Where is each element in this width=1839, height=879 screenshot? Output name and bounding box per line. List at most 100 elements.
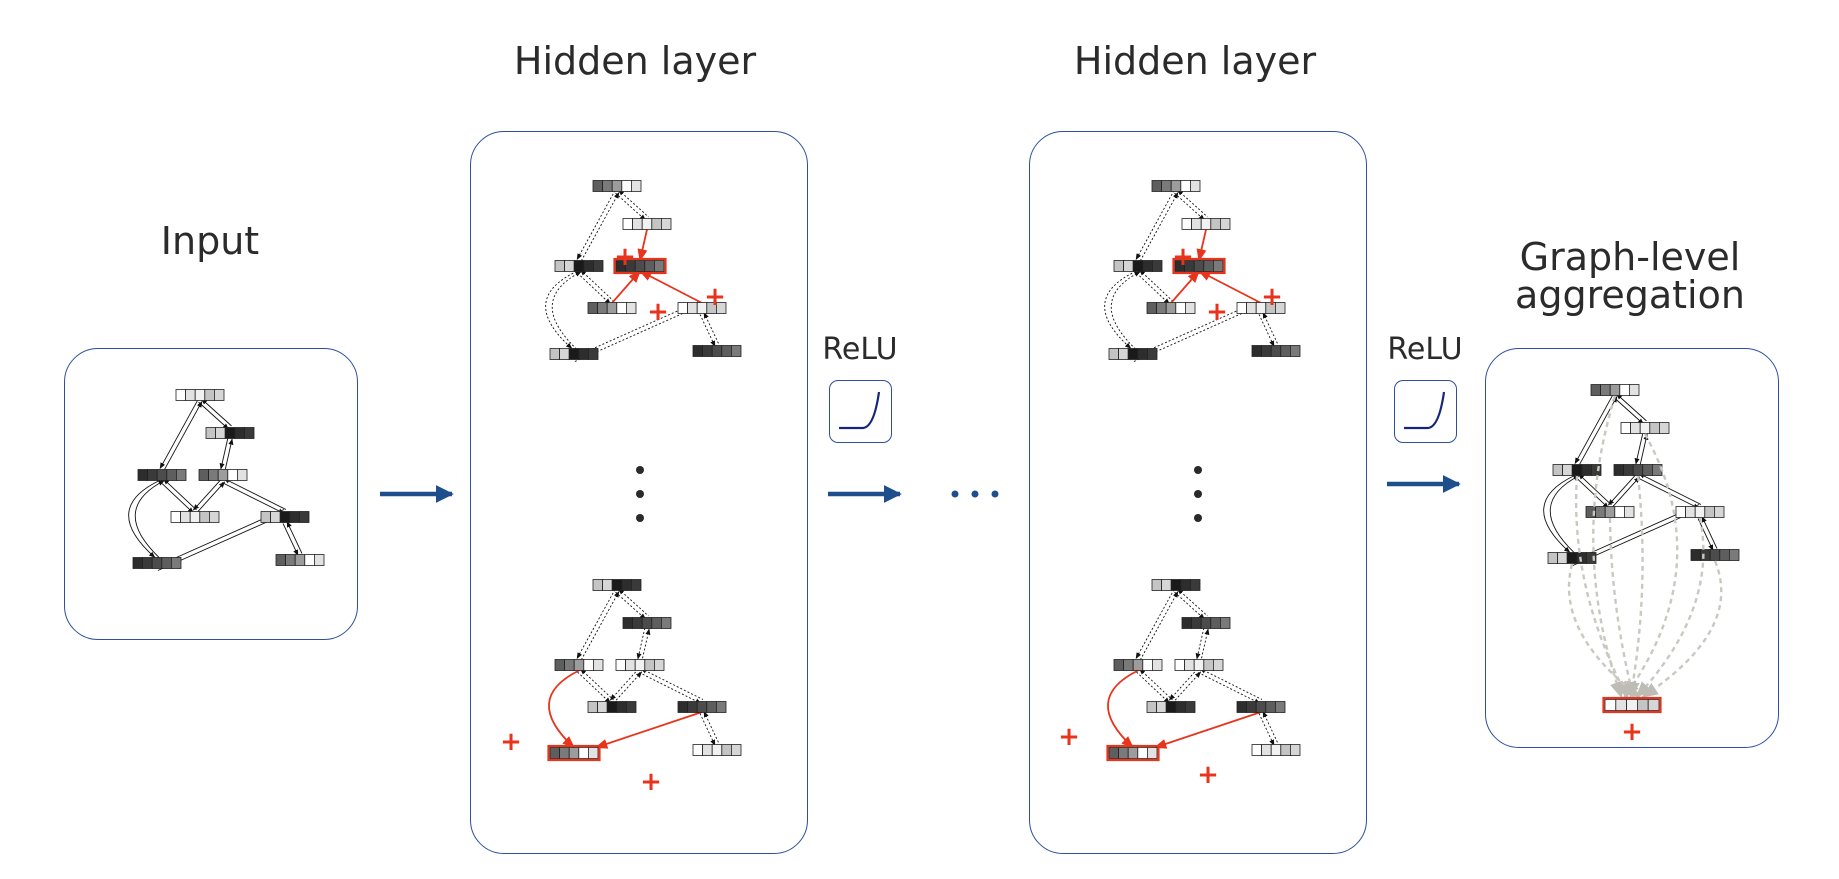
hidden1-bottom-graph-edge-3 bbox=[580, 668, 614, 701]
relu-label-1: ReLU bbox=[822, 332, 898, 367]
input-graph-node-4 bbox=[170, 511, 220, 523]
hidden1-bottom-graph-node-4 bbox=[587, 701, 637, 713]
input-graph-edge-8 bbox=[223, 478, 287, 510]
hidden-layer-2-title: Hidden layer bbox=[1073, 39, 1317, 83]
hidden1-bottom-graph-edge-8 bbox=[640, 668, 704, 700]
aggregation-edge-5 bbox=[1635, 517, 1705, 699]
hidden2-bottom-graph-edge-7 bbox=[1258, 713, 1275, 747]
hidden2-bottom-graph-edge-7 bbox=[1262, 710, 1279, 744]
aggregation-graph-node-4 bbox=[1585, 506, 1635, 518]
input-graph-edge-1 bbox=[198, 401, 229, 430]
hidden1-top-graph-node-0 bbox=[592, 180, 642, 192]
hidden2-top-graph-node-4 bbox=[1146, 302, 1196, 314]
aggregation-graph-edge-2 bbox=[1634, 432, 1644, 465]
relu-curves bbox=[839, 391, 1446, 430]
aggregation-graph-edge-3 bbox=[1578, 473, 1612, 506]
hidden2-bottom-graph-red-edge-0 bbox=[1107, 669, 1139, 749]
hidden2-top-graph-node-5 bbox=[1236, 302, 1286, 314]
aggregation-graph-edge-5 bbox=[1549, 475, 1580, 553]
hidden2-top-graph-edge-3 bbox=[1139, 269, 1173, 302]
aggregation-edge-7 bbox=[1641, 560, 1723, 698]
hidden2-bottom-graph-node-6 bbox=[1106, 744, 1160, 762]
input-graph-edge-3 bbox=[163, 478, 197, 511]
hidden2-bottom-graph-edge-2 bbox=[1195, 627, 1205, 660]
hidden2-bottom-graph-node-1 bbox=[1181, 617, 1231, 629]
aggregation-graph-edge-0 bbox=[1574, 394, 1614, 464]
input-title: Input bbox=[160, 219, 260, 263]
input-graph-node-0 bbox=[175, 389, 225, 401]
hidden1-bottom-graph-node-7 bbox=[692, 744, 742, 756]
hidden1-top-graph-node-1 bbox=[622, 218, 672, 230]
plus-h2-top-c: + bbox=[1261, 282, 1283, 312]
hidden1-bottom-graph-edge-7 bbox=[703, 710, 720, 744]
hidden1-bottom-graph-edge-2 bbox=[641, 628, 651, 661]
hidden-layer-1-title: Hidden layer bbox=[513, 39, 757, 83]
input-graph-edge-3 bbox=[160, 481, 194, 514]
aggregation-graph-node-1 bbox=[1620, 422, 1670, 434]
hidden1-top-graph-edge-6 bbox=[574, 304, 704, 362]
hidden2-bottom-graph-edge-1 bbox=[1174, 591, 1205, 620]
input-graph-node-2 bbox=[137, 469, 187, 481]
hidden2-top-graph-edge-7 bbox=[1262, 311, 1279, 345]
hidden2-bottom-graph-edge-2 bbox=[1200, 628, 1210, 661]
hidden1-top-graph-node-2 bbox=[554, 260, 604, 272]
flow-arrows bbox=[380, 475, 1461, 503]
aggregation-edge-2 bbox=[1574, 475, 1629, 699]
aggregation-graph bbox=[1543, 384, 1740, 714]
input-graph-edge-2 bbox=[224, 438, 234, 471]
hidden2-bottom-graph-red-edge-1 bbox=[1153, 711, 1262, 749]
hidden2-top-graph-node-6 bbox=[1108, 348, 1158, 360]
hidden2-bottom-graph-node-3 bbox=[1174, 659, 1224, 671]
hidden1-bottom-graph-edge-8 bbox=[638, 672, 702, 704]
aggregation-graph-node-7 bbox=[1690, 549, 1740, 561]
plus-h2-top-a: + bbox=[1172, 242, 1194, 272]
hidden1-top-graph-edge-0 bbox=[580, 192, 620, 262]
hidden1-top-graph-node-4 bbox=[587, 302, 637, 314]
hidden2-bottom-graph-edge-0 bbox=[1139, 591, 1179, 661]
continuation-dots bbox=[951, 490, 999, 498]
input-graph-edge-4 bbox=[196, 481, 226, 514]
aggregation-graph-edge-1 bbox=[1616, 393, 1647, 422]
hidden1-bottom-graph-edge-3 bbox=[577, 671, 611, 704]
hidden2-top-graph-edge-5 bbox=[1104, 270, 1136, 349]
hidden2-top-graph-edge-0 bbox=[1139, 192, 1179, 262]
input-graph-edge-4 bbox=[192, 478, 222, 511]
input-graph-edge-7 bbox=[286, 520, 303, 554]
input-graph-edge-7 bbox=[282, 523, 299, 557]
plus-h1-bottom-a: + bbox=[500, 727, 522, 757]
hidden1-top-graph-edge-1 bbox=[615, 192, 646, 221]
plus-h1-top-a: + bbox=[614, 242, 636, 272]
hidden1-top-graph-edge-1 bbox=[618, 189, 649, 218]
hidden1-top-graph-red-edge-2 bbox=[638, 270, 703, 304]
hidden2-top-graph-edge-0 bbox=[1135, 190, 1175, 260]
plus-h1-top-c: + bbox=[704, 282, 726, 312]
aggregation-graph-node-6 bbox=[1547, 552, 1597, 564]
input-panel bbox=[64, 348, 358, 640]
hidden1-top-graph-red-edge-1 bbox=[611, 270, 641, 304]
plus-h2-bottom-a: + bbox=[1058, 722, 1080, 752]
plus-h2-bottom-b: + bbox=[1197, 760, 1219, 790]
hidden1-bottom-graph-red-edge-1 bbox=[594, 711, 703, 749]
symbols: +++++++++++ bbox=[500, 242, 1643, 797]
hidden1-bottom-graph-edge-0 bbox=[576, 589, 616, 659]
aggregation-graph-edge-1 bbox=[1613, 396, 1644, 425]
input-graph-node-5 bbox=[260, 511, 310, 523]
hidden2-top-graph-red-edge-0 bbox=[1196, 229, 1207, 262]
hidden2-bottom-graph-edge-4 bbox=[1168, 668, 1198, 701]
hidden2-bottom-graph-edge-8 bbox=[1197, 672, 1261, 704]
hidden2-top-graph-edge-5 bbox=[1110, 271, 1141, 349]
hidden1-bottom-graph-edge-7 bbox=[699, 713, 716, 747]
hidden2-bottom-graph-edge-3 bbox=[1136, 671, 1170, 704]
hidden2-top-graph-node-0 bbox=[1151, 180, 1201, 192]
hidden1-bottom-graph-node-5 bbox=[677, 701, 727, 713]
hidden1-top-graph-edge-0 bbox=[576, 190, 616, 260]
aggregation-graph-node-3 bbox=[1613, 464, 1663, 476]
aggregation-graph-node-2 bbox=[1552, 464, 1602, 476]
aggregation-graph-edge-7 bbox=[1701, 515, 1718, 549]
hidden2-bottom-graph-edge-8 bbox=[1199, 668, 1263, 700]
plus-h1-top-b: + bbox=[647, 297, 669, 327]
aggregation-graph-edge-8 bbox=[1638, 473, 1702, 505]
hidden1-top-graph-node-3 bbox=[613, 257, 667, 275]
input-graph-edge-1 bbox=[201, 398, 232, 427]
